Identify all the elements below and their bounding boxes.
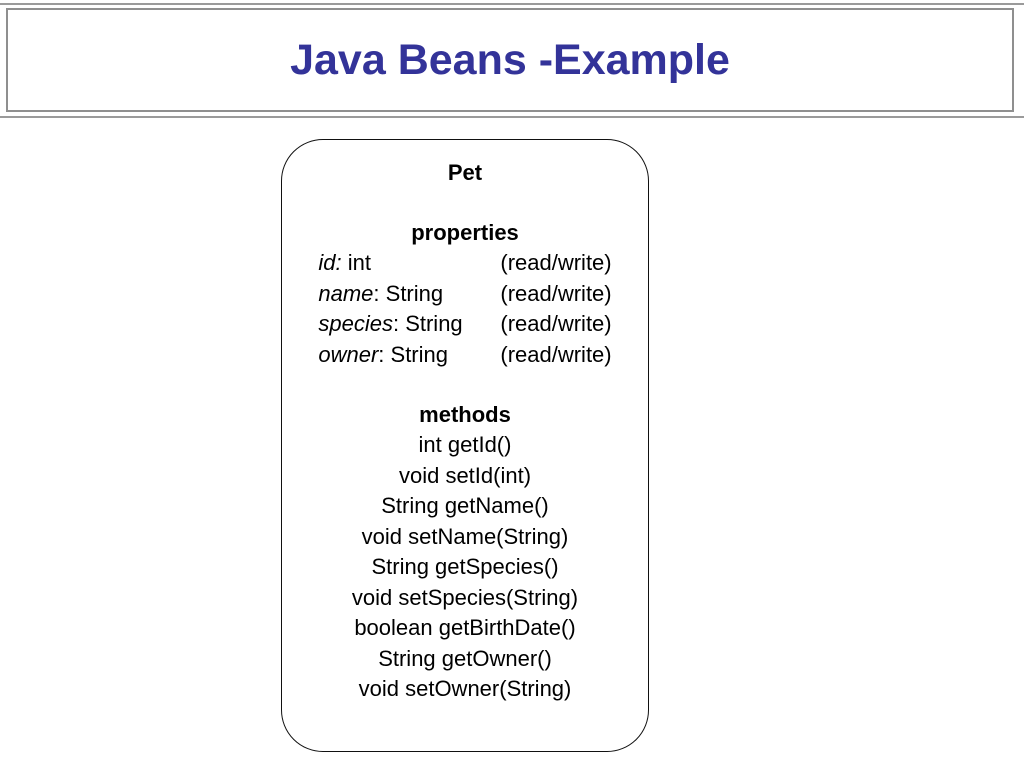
property-signature: owner: String <box>318 340 500 371</box>
property-row: owner: String(read/write) <box>318 340 611 371</box>
class-name-heading: Pet <box>447 160 483 185</box>
property-name: name <box>318 280 374 306</box>
method-item: boolean getBirthDate() <box>354 615 576 640</box>
method-item: void setId(int) <box>398 462 532 488</box>
method-item: String getSpecies() <box>371 554 559 579</box>
properties-heading: properties <box>411 220 519 245</box>
method-item: void setOwner(String) <box>358 676 572 701</box>
property-type: : String <box>392 311 463 336</box>
property-name: owner <box>318 341 379 367</box>
property-signature: name: String <box>318 279 500 310</box>
title-frame: Java Beans -Example <box>6 8 1014 112</box>
method-item: int getId() <box>418 432 512 457</box>
property-access: (read/write) <box>500 280 612 306</box>
property-access: (read/write) <box>500 250 612 275</box>
property-type: : String <box>373 280 444 306</box>
title-bottom-rule <box>0 116 1024 118</box>
method-item: void setSpecies(String) <box>351 584 579 610</box>
properties-list: id: int(read/write)name: String(read/wri… <box>318 248 611 370</box>
property-type: int <box>341 250 371 275</box>
property-access: (read/write) <box>500 341 612 367</box>
methods-list: int getId() void setId(int) String getName… <box>292 430 638 705</box>
property-access: (read/write) <box>500 311 612 336</box>
property-row: name: String(read/write) <box>318 279 611 310</box>
method-item: String getOwner() <box>378 645 552 671</box>
spacer-above-properties <box>292 188 638 218</box>
property-type: : String <box>378 341 448 367</box>
spacer-above-methods <box>292 370 638 400</box>
property-signature: species: String <box>318 309 500 340</box>
title-top-rule <box>0 3 1024 5</box>
property-name: species <box>318 311 393 336</box>
property-signature: id: int <box>318 248 500 279</box>
page-title: Java Beans -Example <box>290 35 730 84</box>
method-item: String getName() <box>381 493 549 518</box>
class-diagram-box: Pet properties id: int(read/write)name: … <box>281 139 649 752</box>
class-box-content: Pet properties id: int(read/write)name: … <box>282 140 648 751</box>
methods-heading: methods <box>419 402 511 427</box>
property-name: id: <box>318 250 342 275</box>
property-row: id: int(read/write) <box>318 248 611 279</box>
property-row: species: String(read/write) <box>318 309 611 340</box>
method-item: void setName(String) <box>361 523 569 549</box>
